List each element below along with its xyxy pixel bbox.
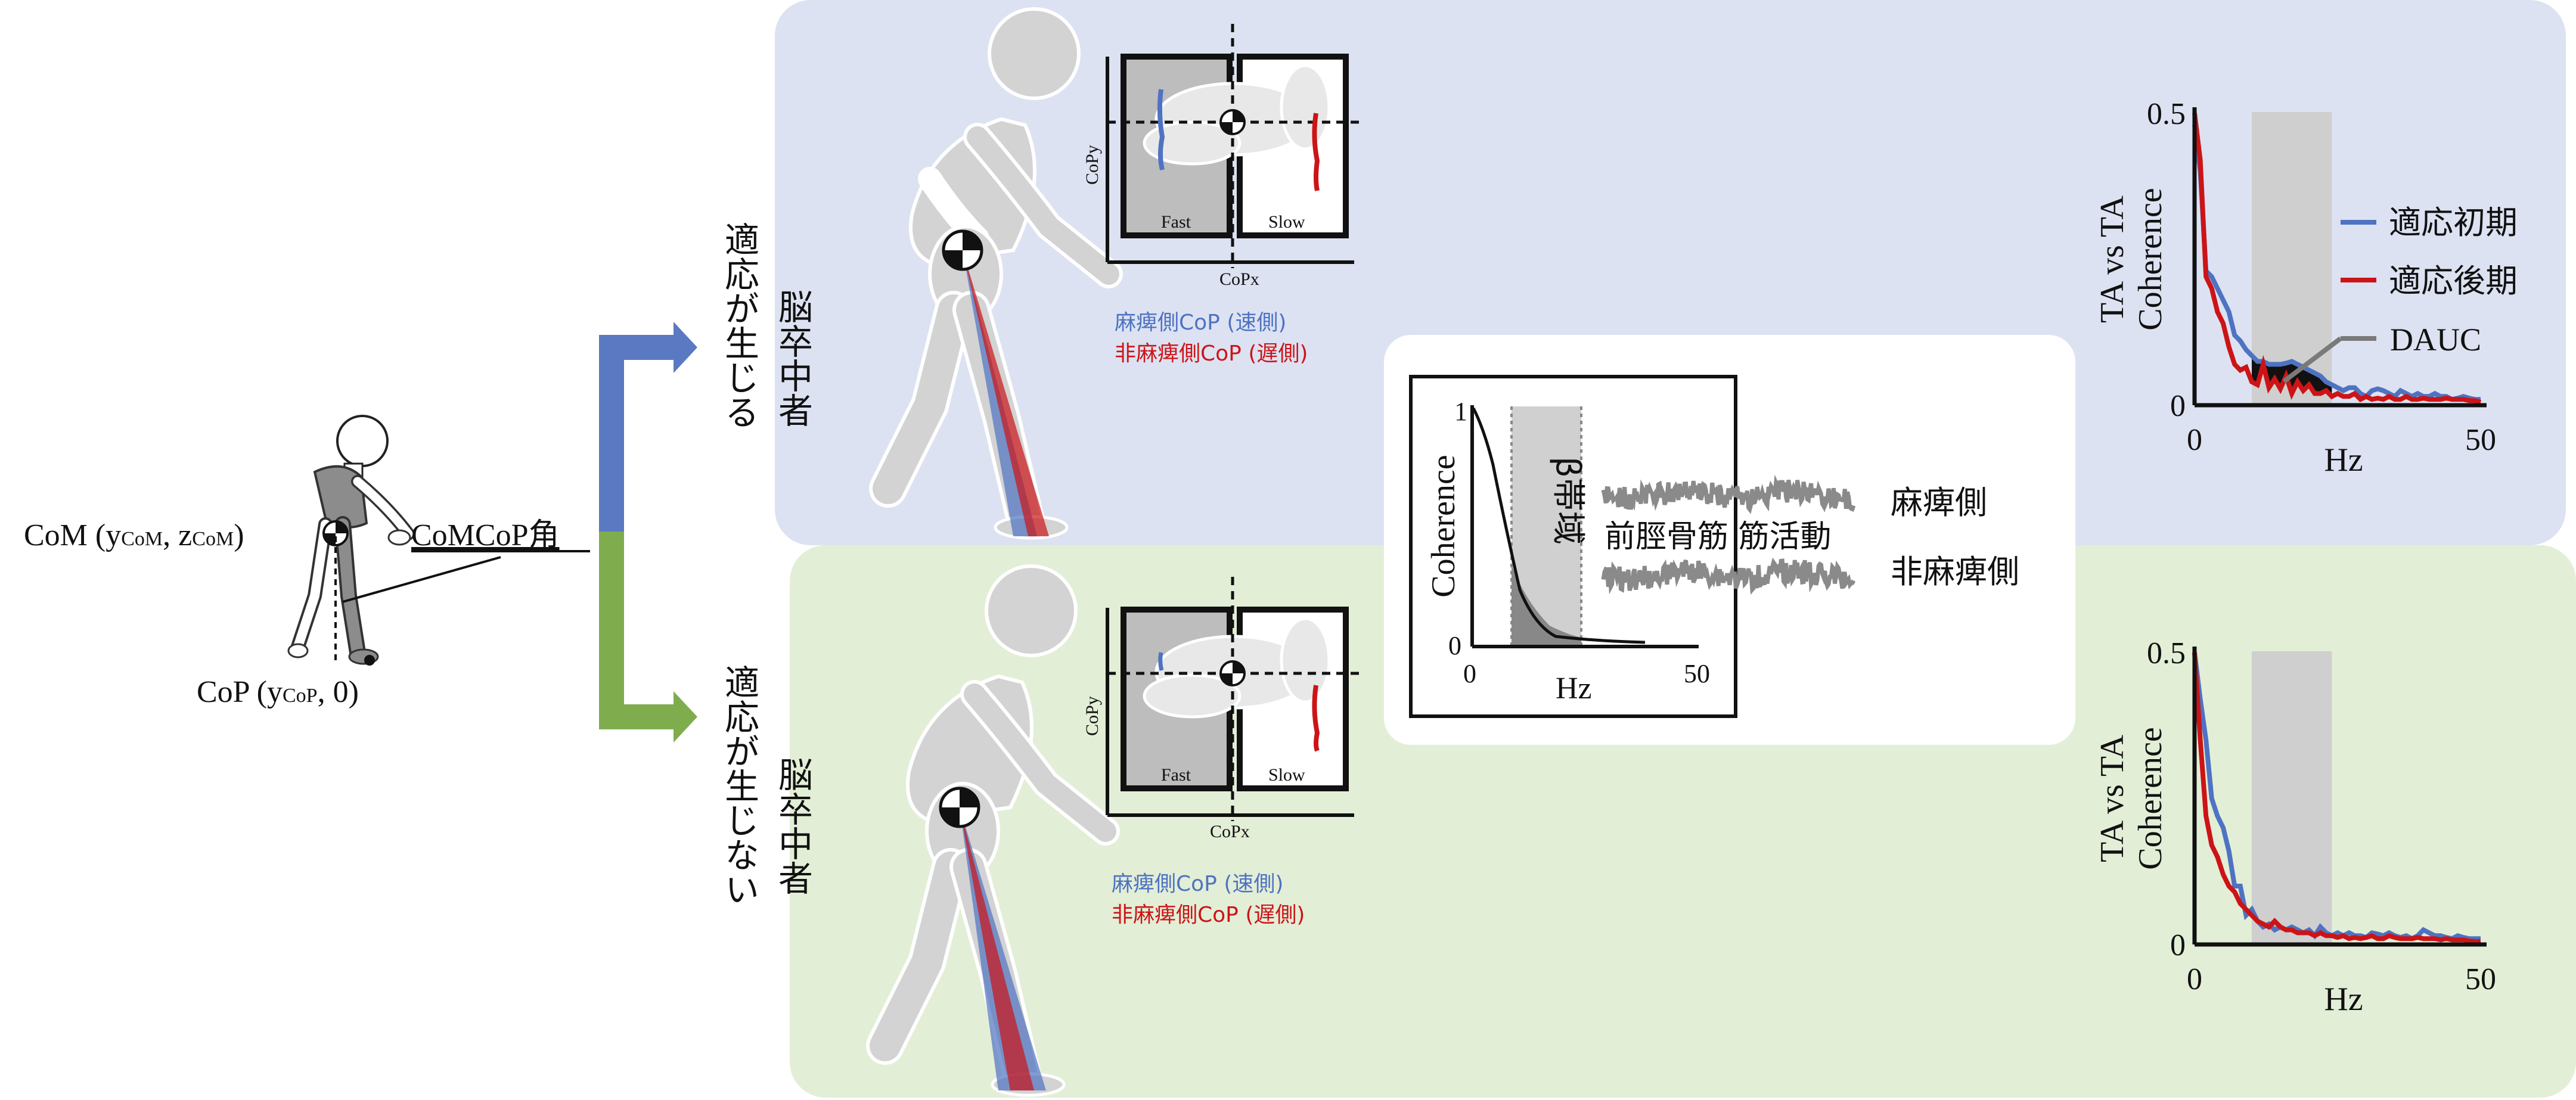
standing-figure bbox=[287, 415, 501, 666]
svg-text:CoP (yCoP, 0): CoP (yCoP, 0) bbox=[197, 675, 359, 709]
emg-trace-nonparetic bbox=[1601, 557, 1856, 595]
emg-trace-paretic bbox=[1601, 474, 1856, 514]
method-coherence-curve bbox=[1472, 407, 1646, 644]
blue-arrow-head bbox=[674, 322, 697, 373]
adapt-group-line1: 適応が生じる bbox=[719, 222, 759, 429]
nonadapt-group-line1: 適応が生じない bbox=[719, 664, 759, 906]
x-tick-label: 50 bbox=[2465, 962, 2496, 996]
x-tick-label: 0 bbox=[2187, 423, 2202, 457]
x-axis-label: Hz bbox=[2324, 981, 2363, 1018]
x-tick-label: 50 bbox=[2465, 423, 2496, 457]
series-line-early bbox=[2192, 125, 2481, 402]
com-label: CoM (y bbox=[24, 518, 121, 552]
method-ytick-1: 1 bbox=[1454, 397, 1467, 426]
walking-figure-top bbox=[869, 7, 1123, 540]
method-coherence-area bbox=[1512, 565, 1581, 645]
inset-bottom-nonparetic: 非麻痺側CoP (遅側) bbox=[1112, 903, 1305, 927]
com-cop-angle-line bbox=[342, 556, 501, 603]
method-band-label: β帯域 bbox=[1548, 456, 1587, 545]
inset-bottom-copy: CoPy bbox=[1082, 696, 1102, 736]
method-ytick-0: 0 bbox=[1448, 631, 1461, 660]
legend-early-label: 適応初期 bbox=[2389, 204, 2518, 241]
svg-text:CoM (yCoM, zCoM): CoM (yCoM, zCoM) bbox=[24, 518, 244, 552]
adapt-group-line2: 脳卒中者 bbox=[772, 289, 813, 427]
method-xlabel: Hz bbox=[1556, 672, 1592, 706]
inset-bottom-paretic: 麻痺側CoP (速側) bbox=[1112, 872, 1283, 896]
cop-inset-bottom bbox=[1106, 577, 1365, 821]
series-line-late bbox=[2192, 652, 2481, 944]
y-tick-label: 0 bbox=[2170, 389, 2186, 423]
inset-bottom-slow: Slow bbox=[1268, 765, 1305, 785]
method-xtick-0: 0 bbox=[1463, 659, 1476, 688]
y-tick-label: 0.5 bbox=[2147, 636, 2186, 670]
inset-top-fast: Fast bbox=[1161, 212, 1191, 232]
chart-legend: 適応初期 適応後期 DAUC bbox=[2282, 204, 2518, 384]
method-ylabel: Coherence bbox=[1425, 455, 1462, 597]
inset-top-slow: Slow bbox=[1268, 212, 1305, 232]
cop-inset-top bbox=[1106, 24, 1365, 268]
series-line-late bbox=[2192, 113, 2482, 405]
inset-top-nonparetic: 非麻痺側CoP (遅側) bbox=[1115, 341, 1308, 366]
y-tick-label: 0 bbox=[2170, 928, 2186, 962]
green-arrow-stem bbox=[599, 532, 624, 729]
beta-band-1 bbox=[2252, 651, 2332, 944]
cop-marker bbox=[364, 655, 375, 666]
blue-arrow-stem bbox=[599, 335, 624, 532]
x-tick-label: 0 bbox=[2187, 962, 2202, 996]
y-tick-label: 0.5 bbox=[2147, 97, 2186, 131]
legend-dauc-label: DAUC bbox=[2390, 322, 2481, 358]
inset-top-paretic: 麻痺側CoP (速側) bbox=[1115, 310, 1286, 335]
nonadapt-group-line2: 脳卒中者 bbox=[772, 757, 813, 895]
inset-top-copy: CoPy bbox=[1082, 145, 1102, 185]
dauc-pointer bbox=[2282, 336, 2342, 384]
method-xtick-50: 50 bbox=[1684, 659, 1710, 688]
y-axis-label: TA vs TACoherence bbox=[2094, 727, 2169, 869]
muscle-label: 前脛骨筋 筋活動 bbox=[1604, 519, 1832, 555]
y-axis-label: TA vs TACoherence bbox=[2094, 188, 2169, 330]
inset-bottom-copx: CoPx bbox=[1210, 822, 1250, 841]
nonparetic-side-label: 非麻痺側 bbox=[1891, 553, 2019, 591]
cop-label: CoP (y bbox=[197, 675, 283, 709]
legend-late-label: 適応後期 bbox=[2389, 262, 2518, 300]
series-line-early bbox=[2192, 652, 2481, 941]
walking-figure-bottom bbox=[866, 564, 1120, 1097]
inset-bottom-fast: Fast bbox=[1161, 765, 1191, 785]
paretic-side-label: 麻痺側 bbox=[1891, 484, 1987, 521]
inset-top-copx: CoPx bbox=[1219, 269, 1259, 289]
angle-label: CoMCoP角 bbox=[411, 518, 560, 552]
green-arrow-head bbox=[674, 691, 697, 742]
x-axis-label: Hz bbox=[2324, 442, 2363, 478]
